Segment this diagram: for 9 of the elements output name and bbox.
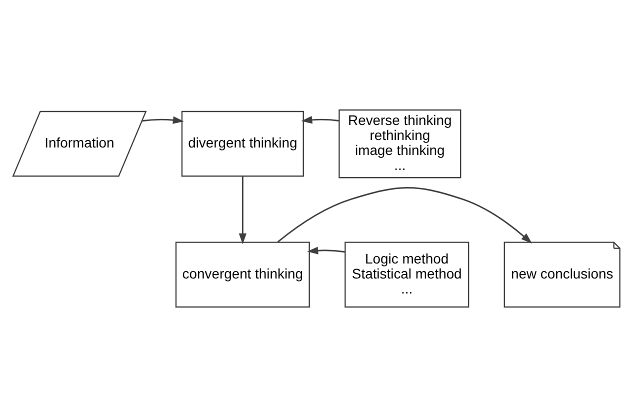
arrow xyxy=(238,176,246,244)
node-box: Logic method Statistical method ... xyxy=(344,242,470,308)
arrow xyxy=(307,246,345,254)
arrow xyxy=(142,116,184,124)
node-box: Reverse thinking rethinking image thinking ... xyxy=(338,109,462,178)
node-box: convergent thinking xyxy=(175,242,310,308)
arrow xyxy=(301,116,339,124)
arrow xyxy=(277,187,532,244)
node-box: divergent thinking xyxy=(181,110,304,177)
